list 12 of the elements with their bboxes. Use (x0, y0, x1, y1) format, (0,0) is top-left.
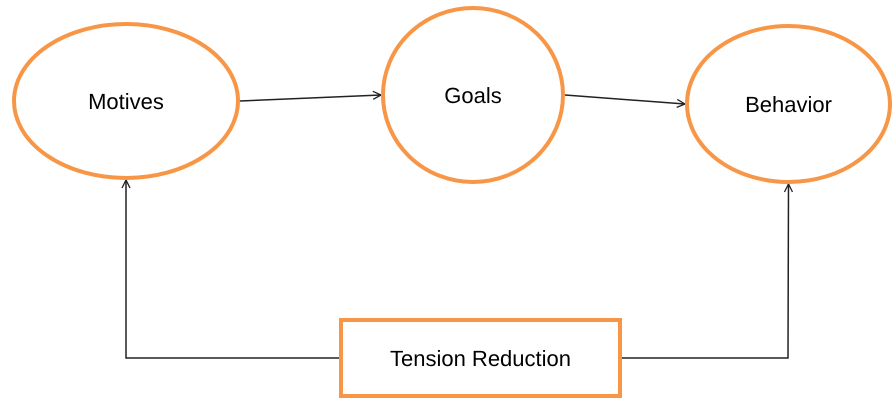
node-label: Goals (444, 82, 502, 110)
ellipse-node (381, 6, 565, 184)
ellipse-node (685, 24, 892, 184)
arrow (240, 90, 382, 102)
node-label: Tension Reduction (390, 344, 571, 372)
node-label: Motives (88, 88, 164, 116)
arrow (622, 183, 794, 359)
arrow (121, 179, 339, 359)
ellipse-node (12, 22, 240, 180)
node-label: Behavior (745, 90, 832, 118)
arrow (564, 94, 686, 108)
process-box (339, 318, 622, 398)
